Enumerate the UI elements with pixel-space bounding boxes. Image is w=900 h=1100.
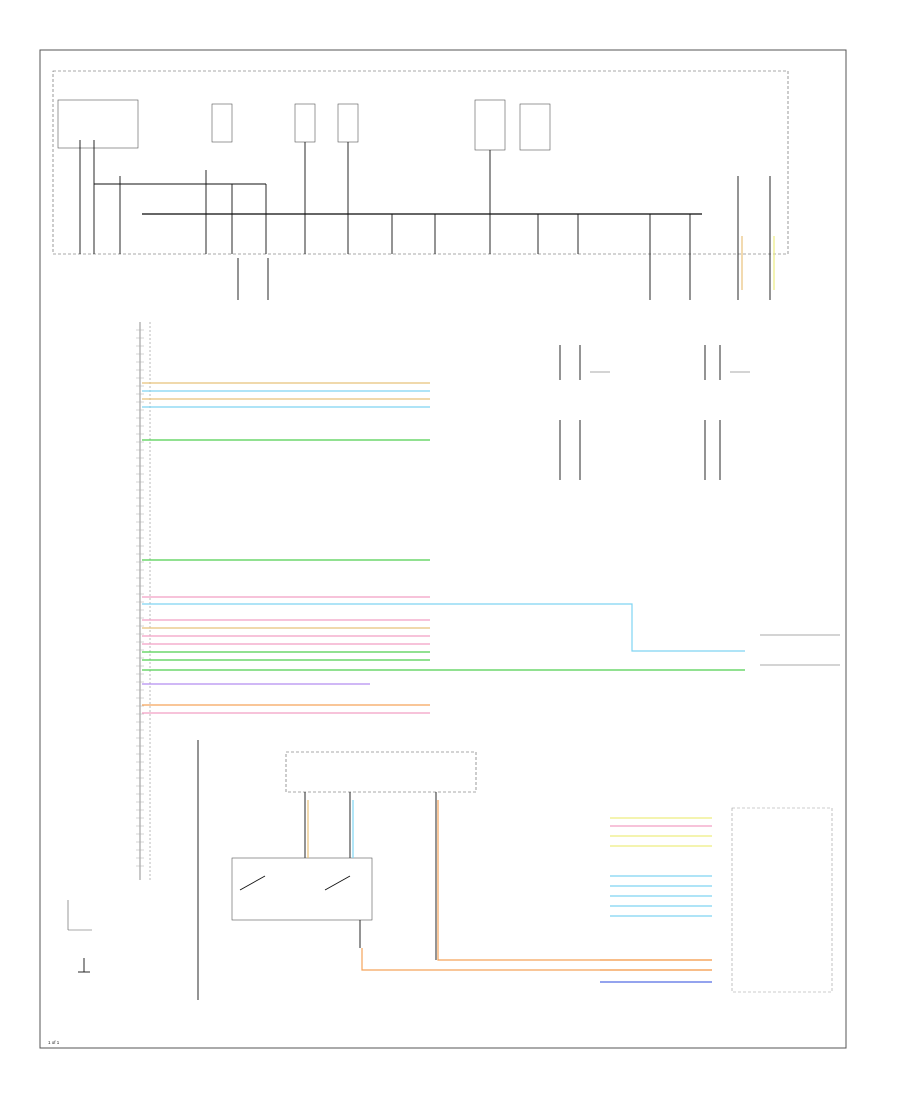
fuse-box-outline (52, 70, 789, 255)
footer-label: 1 of 1 (48, 1040, 60, 1045)
wires-left (142, 382, 430, 714)
lower-dashed-box (285, 751, 477, 793)
diagram-frame (39, 49, 847, 1049)
component-fuse-d (337, 103, 359, 143)
main-connector (139, 322, 151, 880)
cyan-run-right (142, 603, 745, 652)
pin-labels (136, 329, 144, 867)
top-vertical-wires (79, 140, 771, 300)
orange-run-lower (437, 800, 712, 961)
wires-right (600, 817, 712, 983)
component-relay-a (57, 99, 139, 149)
right-connectors (559, 345, 750, 480)
ground-symbol (67, 900, 92, 973)
component-relay-f (519, 103, 551, 151)
component-fuse-b (211, 103, 233, 143)
lower-circuit (197, 740, 437, 1000)
orange-run-lower-2 (361, 948, 712, 971)
mid-right-connector (760, 634, 840, 666)
component-fuse-c (294, 103, 316, 143)
right-lower-connector (731, 807, 833, 993)
top-components (57, 99, 551, 151)
component-relay-e (474, 99, 506, 151)
